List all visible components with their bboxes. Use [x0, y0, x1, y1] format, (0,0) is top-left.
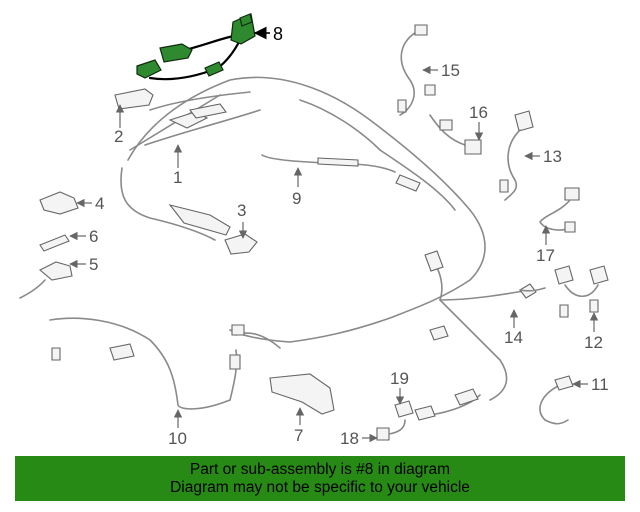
callout-16: 16 — [469, 103, 488, 122]
part-7 — [269, 373, 335, 415]
info-banner: Part or sub-assembly is #8 in diagram Di… — [15, 456, 625, 501]
callout-6: 6 — [89, 227, 98, 246]
callout-13: 13 — [543, 147, 562, 166]
wiring-harness-diagram: 8 2 1 3 4 6 5 7 9 10 11 12 13 14 15 16 1… — [19, 13, 609, 448]
part-6 — [39, 234, 70, 252]
callout-9: 9 — [292, 189, 301, 208]
part-10-wire — [49, 317, 281, 410]
callout-3: 3 — [237, 201, 246, 220]
part-18 — [376, 419, 406, 441]
callout-11: 11 — [591, 375, 609, 394]
callout-1: 1 — [173, 168, 182, 187]
banner-line-2: Diagram may not be specific to your vehi… — [170, 478, 470, 496]
part-5 — [19, 261, 73, 299]
callout-18: 18 — [340, 429, 359, 448]
part-12 — [554, 265, 609, 318]
callout-leaders — [69, 26, 599, 443]
callout-labels: 8 2 1 3 4 6 5 7 9 10 11 12 13 14 15 16 1… — [89, 24, 609, 448]
part-11 — [539, 375, 574, 425]
callout-15: 15 — [441, 61, 460, 80]
part-15 — [397, 24, 436, 116]
part-3 — [168, 204, 258, 255]
callout-12: 12 — [584, 333, 603, 352]
part-13 — [499, 110, 534, 201]
callout-17: 17 — [536, 246, 555, 265]
callout-7: 7 — [294, 426, 303, 445]
part-19 — [394, 400, 414, 418]
callout-10: 10 — [168, 429, 187, 448]
part-8-highlighted — [136, 13, 256, 81]
callout-14: 14 — [504, 328, 523, 347]
part-2 — [114, 88, 154, 110]
callout-19: 19 — [390, 369, 409, 388]
part-9-wire — [261, 154, 396, 173]
part-4 — [39, 191, 79, 215]
callout-8: 8 — [273, 24, 283, 44]
callout-5: 5 — [89, 255, 98, 274]
callout-2: 2 — [114, 127, 123, 146]
main-harness — [120, 76, 537, 421]
banner-line-1: Part or sub-assembly is #8 in diagram — [189, 460, 451, 478]
part-14 — [519, 287, 546, 292]
callout-4: 4 — [95, 194, 104, 213]
part-17 — [539, 187, 580, 233]
